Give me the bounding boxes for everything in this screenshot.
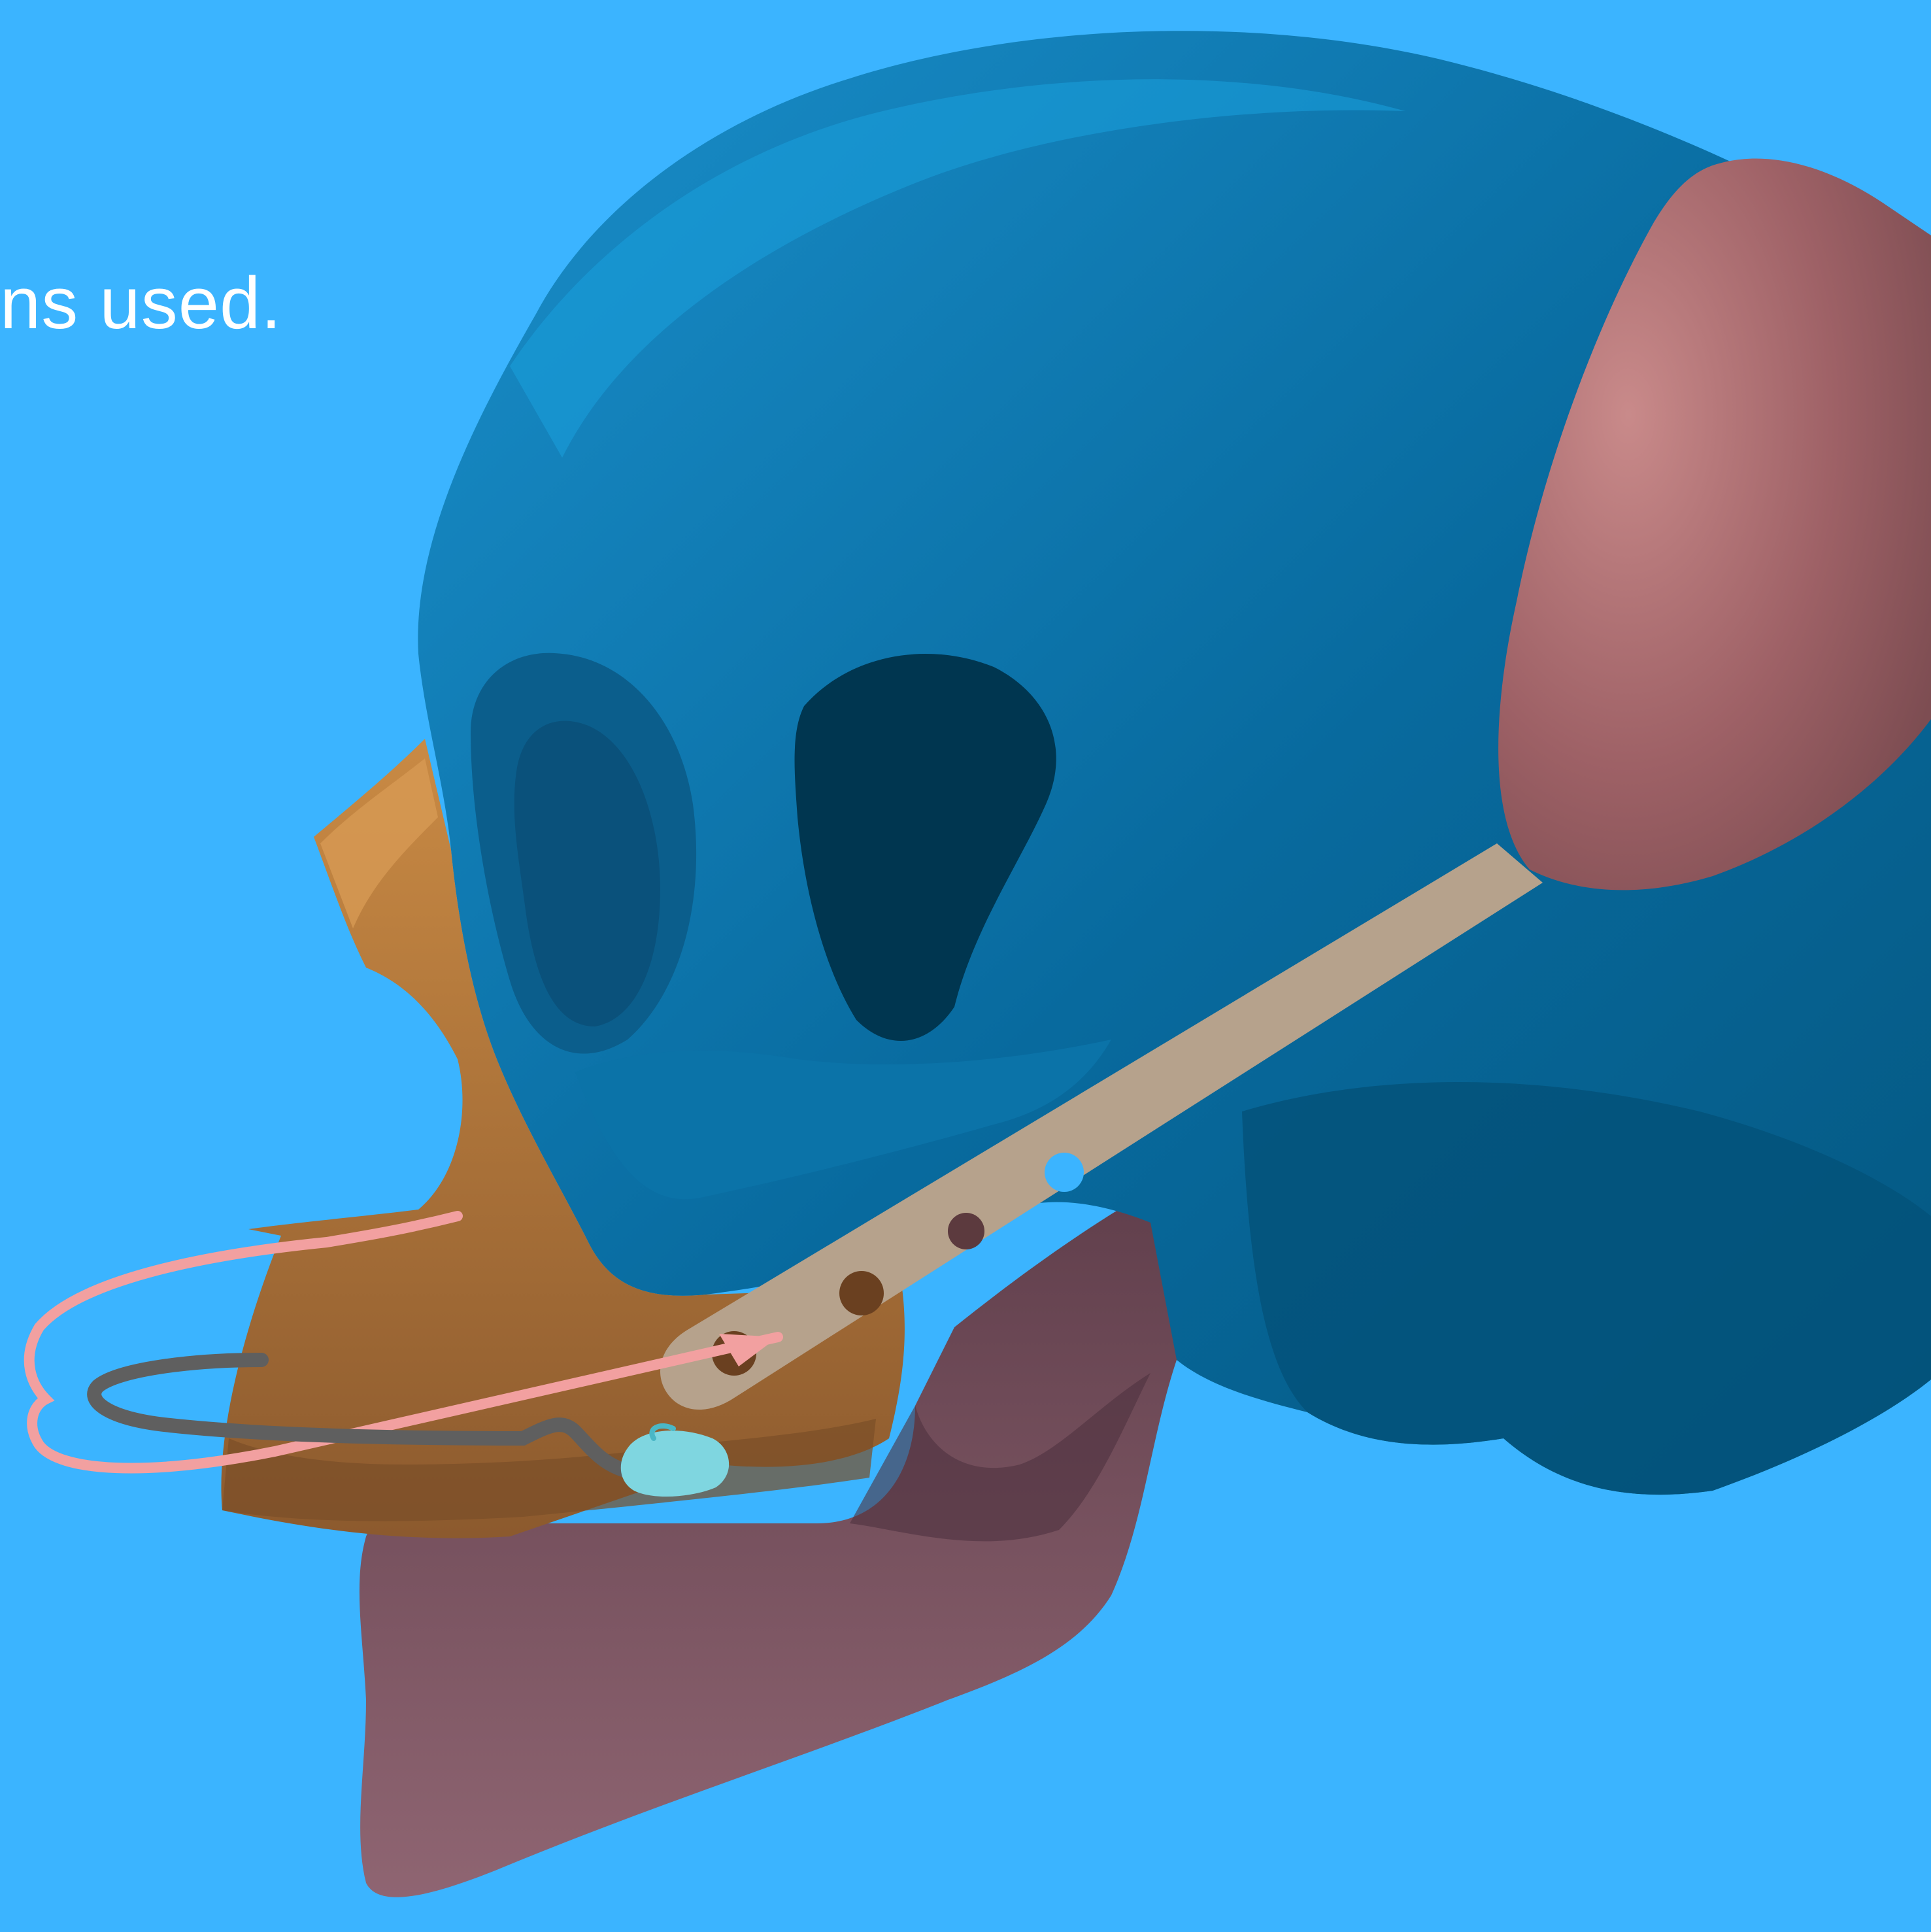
strap-hole-2 xyxy=(948,1213,984,1249)
strap-hole-3 xyxy=(839,1271,884,1315)
molar-band xyxy=(621,1431,729,1497)
strap-hole-1 xyxy=(1045,1153,1084,1192)
caption-text: ns used. xyxy=(0,267,282,340)
